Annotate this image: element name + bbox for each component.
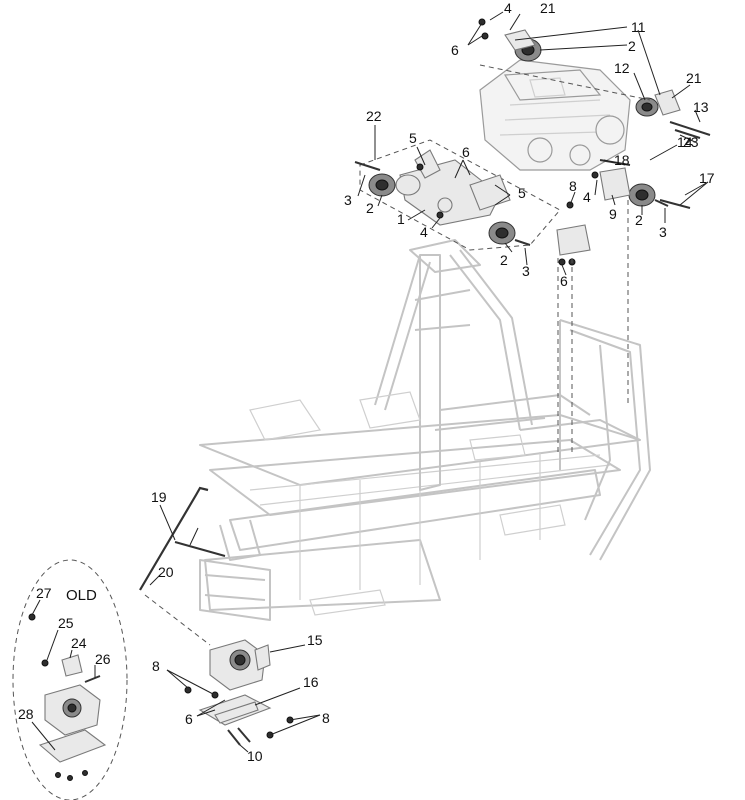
callout-9: 9 (609, 206, 617, 222)
rubber-mount-12 (635, 97, 659, 117)
callout-2-bottom: 2 (500, 252, 508, 268)
callout-21-right: 21 (686, 70, 702, 86)
callout-13: 13 (693, 99, 709, 115)
callout-28: 28 (18, 706, 34, 722)
callout-16: 16 (303, 674, 319, 690)
old-label: OLD (66, 587, 97, 604)
skid-plate-16 (198, 694, 272, 726)
callout-20: 20 (158, 564, 174, 580)
callout-5-lower: 5 (518, 185, 526, 201)
callout-18: 18 (614, 152, 630, 168)
gearbox-assembly (209, 639, 271, 691)
callout-12: 12 (614, 60, 630, 76)
clamp-21-right (654, 89, 681, 116)
rubber-mount-2-left (368, 173, 396, 197)
callout-8-left: 8 (152, 658, 160, 674)
callout-6-right: 6 (560, 273, 568, 289)
dash-line-d (144, 594, 211, 646)
callout-6-top: 6 (451, 42, 459, 58)
callout-3-bottom: 3 (522, 263, 530, 279)
vehicle-frame (199, 239, 651, 621)
clamp-21-top (504, 29, 536, 51)
callout-2-top: 2 (628, 38, 636, 54)
callout-23: 23 (683, 134, 699, 150)
callout-3-right: 3 (659, 224, 667, 240)
callout-6-mid: 6 (462, 144, 470, 160)
callout-8-bottom: 8 (322, 710, 330, 726)
dash-line-e (479, 64, 651, 101)
callout-6-bottom: 6 (185, 711, 193, 727)
callout-3-left: 3 (344, 192, 352, 208)
callout-labels: 4 21 6 11 2 12 21 13 14 22 5 6 18 23 8 5… (18, 0, 715, 764)
callout-21-top: 21 (540, 0, 556, 16)
callout-22: 22 (366, 108, 382, 124)
callout-8-right: 8 (569, 178, 577, 194)
callout-1: 1 (397, 211, 405, 227)
callout-4-left: 4 (420, 224, 428, 240)
bracket-9 (599, 167, 631, 201)
bolt-29 (174, 541, 226, 557)
callout-4-right: 4 (583, 189, 591, 205)
callout-2-right: 2 (635, 212, 643, 228)
shift-rod-19 (139, 486, 209, 591)
old-version-inset (12, 559, 128, 800)
callout-17: 17 (699, 170, 715, 186)
callout-4-top: 4 (504, 0, 512, 16)
callout-11: 11 (631, 19, 646, 35)
callout-24: 24 (71, 635, 87, 651)
callout-27: 27 (36, 585, 52, 601)
bracket-right-mount (556, 224, 591, 256)
spacer-11 (395, 174, 421, 196)
callout-26: 26 (95, 651, 111, 667)
rubber-mount-2-right (628, 183, 656, 207)
callout-14: 14 (677, 134, 693, 150)
callout-15: 15 (307, 632, 323, 648)
gearbox-bolts (184, 686, 294, 746)
rubber-mount-2-bottom (488, 221, 516, 245)
callout-10: 10 (247, 748, 263, 764)
leader-lines (31, 11, 709, 753)
callout-25: 25 (58, 615, 74, 631)
old-gearbox (28, 613, 107, 781)
callout-5-upper: 5 (409, 130, 417, 146)
callout-2-left: 2 (366, 200, 374, 216)
front-mount-bracket (359, 139, 561, 251)
callout-19: 19 (151, 489, 167, 505)
engine-assembly (479, 59, 631, 171)
